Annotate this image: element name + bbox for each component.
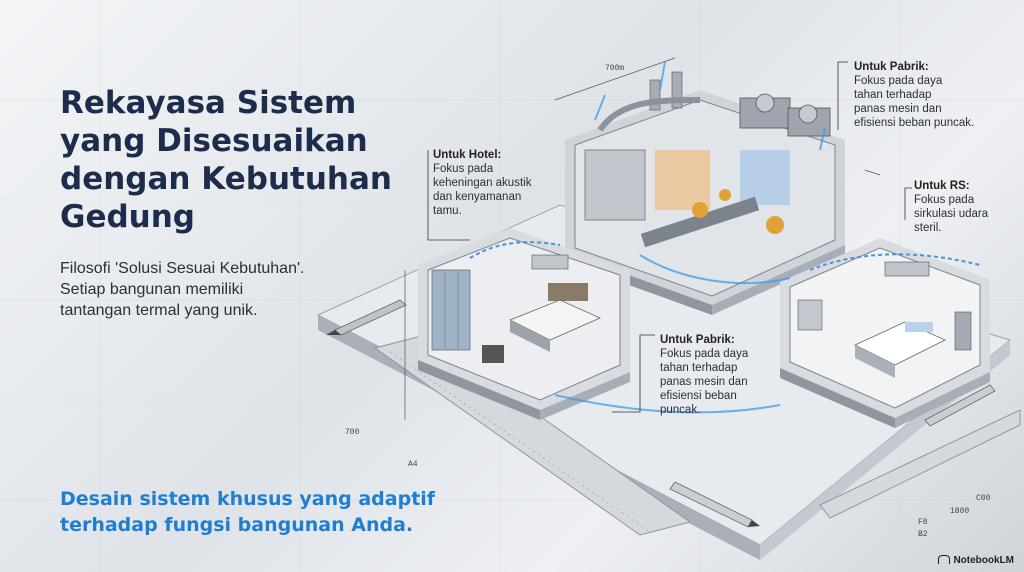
- ruler-right: [819, 409, 1021, 519]
- callout-line: efisiensi beban: [660, 390, 737, 402]
- dimension-label: 700m: [605, 64, 625, 73]
- pencil-icon: [669, 481, 760, 528]
- callout-line: steril.: [914, 222, 942, 234]
- callout-heading: Untuk Pabrik:: [660, 334, 735, 346]
- subtitle-line: tantangan termal yang unik.: [60, 302, 258, 319]
- callout-heading: Untuk Hotel:: [433, 149, 502, 161]
- tagline-line: Desain sistem khusus yang adaptif: [60, 488, 436, 510]
- subtitle: Filosofi 'Solusi Sesuai Kebutuhan'. Seti…: [60, 258, 360, 321]
- title-line: dengan Kebutuhan: [60, 161, 392, 197]
- title-line: Gedung: [60, 199, 195, 235]
- brand-watermark: NotebookLM: [938, 555, 1014, 566]
- callout-hotel: Untuk Hotel: Fokus pada keheningan akust…: [433, 148, 531, 218]
- callout-heading: Untuk RS:: [914, 180, 970, 192]
- callout-line: efisiensi beban puncak.: [854, 117, 975, 129]
- callout-heading: Untuk Pabrik:: [854, 61, 929, 73]
- ruler: [373, 334, 692, 536]
- pencil-icon: [924, 384, 996, 427]
- tagline: Desain sistem khusus yang adaptif terhad…: [60, 486, 500, 538]
- pencil-icon: [326, 299, 407, 336]
- notebooklm-logo-icon: [938, 555, 951, 564]
- airflow-lines: [554, 61, 826, 414]
- brand-label: NotebookLM: [953, 555, 1014, 566]
- callout-factory-bottom: Untuk Pabrik: Fokus pada daya tahan terh…: [660, 333, 748, 417]
- title-line: yang Disesuaikan: [60, 123, 368, 159]
- dimension-lines: [404, 57, 881, 420]
- leader-lines: [427, 61, 912, 413]
- dimension-label: C00: [976, 494, 991, 503]
- callout-hospital: Untuk RS: Fokus pada sirkulasi udara ste…: [914, 179, 988, 235]
- title-line: Rekayasa Sistem: [60, 85, 357, 121]
- dimension-label: 1800: [950, 507, 970, 516]
- callout-line: keheningan akustik: [433, 177, 532, 189]
- hotel-room: [418, 228, 630, 420]
- page-title: Rekayasa Sistem yang Disesuaikan dengan …: [60, 84, 420, 236]
- callout-line: panas mesin dan: [660, 376, 748, 388]
- dimension-label: 700: [345, 428, 360, 437]
- callout-line: panas mesin dan: [854, 103, 942, 115]
- subtitle-line: Setiap bangunan memiliki: [60, 281, 244, 298]
- factory-building: [565, 71, 845, 315]
- callout-line: Fokus pada: [433, 163, 494, 175]
- dimension-label: A4: [408, 460, 418, 469]
- callout-line: dan kenyamanan: [433, 191, 522, 203]
- callout-line: tahan terhadap: [854, 89, 932, 101]
- callout-factory-top: Untuk Pabrik: Fokus pada daya tahan terh…: [854, 60, 974, 130]
- tagline-line: terhadap fungsi bangunan Anda.: [60, 514, 414, 536]
- callout-line: Fokus pada daya: [660, 348, 749, 360]
- callout-line: tahan terhadap: [660, 362, 738, 374]
- dimension-label: B2: [918, 530, 928, 539]
- subtitle-line: Filosofi 'Solusi Sesuai Kebutuhan'.: [60, 260, 305, 277]
- callout-line: sirkulasi udara: [914, 208, 989, 220]
- dimension-label: F8: [918, 518, 928, 527]
- callout-line: Fokus pada: [914, 194, 975, 206]
- callout-line: Fokus pada daya: [854, 75, 943, 87]
- callout-line: puncak.: [660, 404, 701, 416]
- hospital-room: [780, 238, 990, 428]
- callout-line: tamu.: [433, 205, 462, 217]
